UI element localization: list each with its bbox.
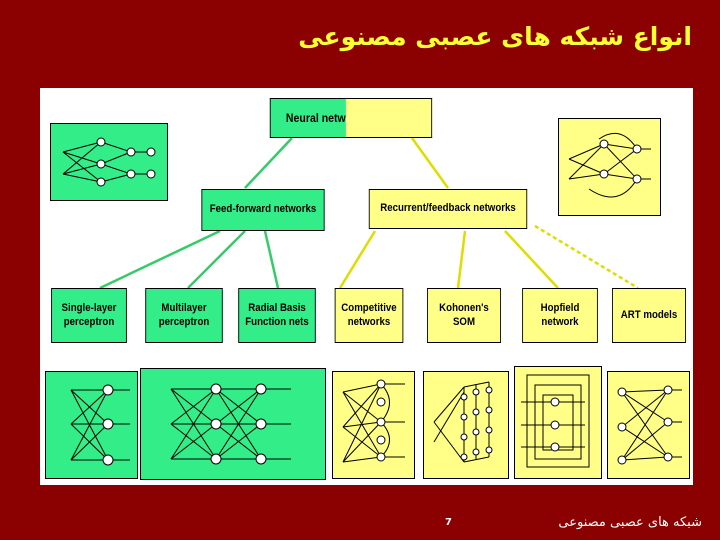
recurrent-network-thumbnail (558, 118, 661, 216)
competitive-box: Competitive networks (334, 288, 404, 343)
root-node-yellow-half (345, 98, 433, 138)
competitive-label: Competitive networks (341, 301, 397, 328)
multilayer-label: Multilayer perceptron (158, 301, 210, 328)
hopfield-network-icon (521, 374, 590, 468)
page-number: 7 (445, 517, 452, 528)
connector-ff-rbf (263, 230, 280, 289)
art-label: ART models (620, 308, 678, 321)
footer-text: شبکه های عصبی مصنوعی (558, 515, 702, 530)
connector-rec-art (534, 224, 639, 290)
rbf-box: Radial Basis Function nets (238, 288, 316, 343)
recurrent-label: Recurrent/feedback networks (380, 202, 516, 215)
diagram-connectors (99, 137, 639, 290)
single-layer-label: Single-layer perceptron (61, 301, 117, 328)
connector-root-ff (244, 137, 293, 189)
connector-rec-som (456, 230, 467, 289)
hopfield-thumbnail (514, 366, 602, 479)
competitive-thumbnail (332, 371, 415, 479)
single-layer-perceptron-icon (70, 384, 130, 466)
feedforward-network-icon (62, 137, 156, 187)
art-thumbnail (607, 371, 690, 479)
recurrent-box: Recurrent/feedback networks (368, 189, 528, 229)
kohonen-label: Kohonen's SOM (439, 301, 489, 328)
art-model-icon (617, 385, 682, 465)
feedforward-network-thumbnail (50, 123, 168, 201)
kohonen-thumbnail (423, 371, 509, 479)
slide-title: انواع شبکه های عصبی مصنوعی (298, 22, 692, 51)
art-box: ART models (612, 288, 686, 343)
kohonen-som-icon (433, 381, 493, 463)
multilayer-thumbnail (140, 368, 326, 480)
hopfield-label: Hopfield network (540, 301, 580, 328)
kohonen-box: Kohonen's SOM (427, 288, 501, 343)
rbf-label: Radial Basis Function nets (245, 301, 309, 328)
connector-ff-single (99, 229, 221, 290)
multilayer-perceptron-icon (170, 383, 291, 465)
feedforward-box: Feed-forward networks (201, 189, 325, 231)
connector-rec-comp (338, 230, 377, 289)
connector-rec-hop (504, 230, 559, 289)
connector-ff-multi (187, 230, 246, 289)
single-layer-thumbnail (45, 371, 138, 479)
hopfield-box: Hopfield network (522, 288, 598, 343)
connector-root-rec (410, 137, 450, 189)
multilayer-box: Multilayer perceptron (145, 288, 223, 343)
single-layer-box: Single-layer perceptron (51, 288, 127, 343)
competitive-network-icon (342, 379, 405, 463)
recurrent-network-icon (568, 132, 651, 198)
diagram-panel: Neural networks Feed-forward networks Re… (40, 88, 693, 485)
feedforward-label: Feed-forward networks (209, 203, 317, 216)
